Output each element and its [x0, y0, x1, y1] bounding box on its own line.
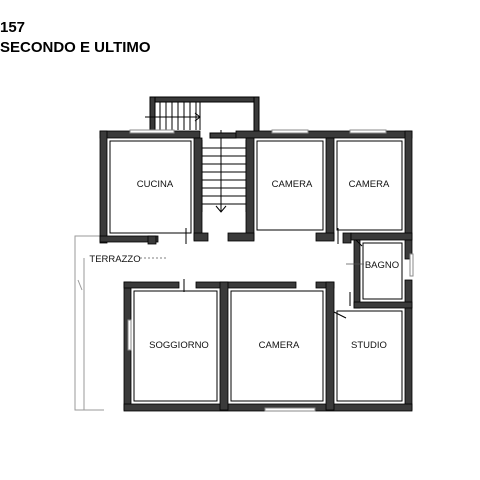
sheet-number: 157 — [0, 19, 26, 36]
room-label-bagno: BAGNO — [365, 260, 399, 271]
room-label-cucina: CUCINA — [137, 179, 174, 190]
floor-title: SECONDO E ULTIMO — [0, 39, 151, 56]
windows — [127, 129, 414, 412]
room-label-camera-top-center: CAMERA — [272, 179, 313, 190]
stair-flight — [201, 130, 247, 213]
walls — [99, 130, 413, 412]
terrace-outline — [74, 235, 104, 411]
room-outlines — [109, 140, 403, 402]
room-label-camera-bottom-center: CAMERA — [259, 340, 300, 351]
room-label-terrazzo: TERRAZZO — [89, 254, 140, 265]
room-label-soggiorno: SOGGIORNO — [149, 340, 209, 351]
stair-enclosure — [145, 96, 260, 134]
room-label-camera-top-right: CAMERA — [349, 179, 390, 190]
door-marks — [183, 228, 363, 319]
room-label-studio: STUDIO — [351, 340, 387, 351]
